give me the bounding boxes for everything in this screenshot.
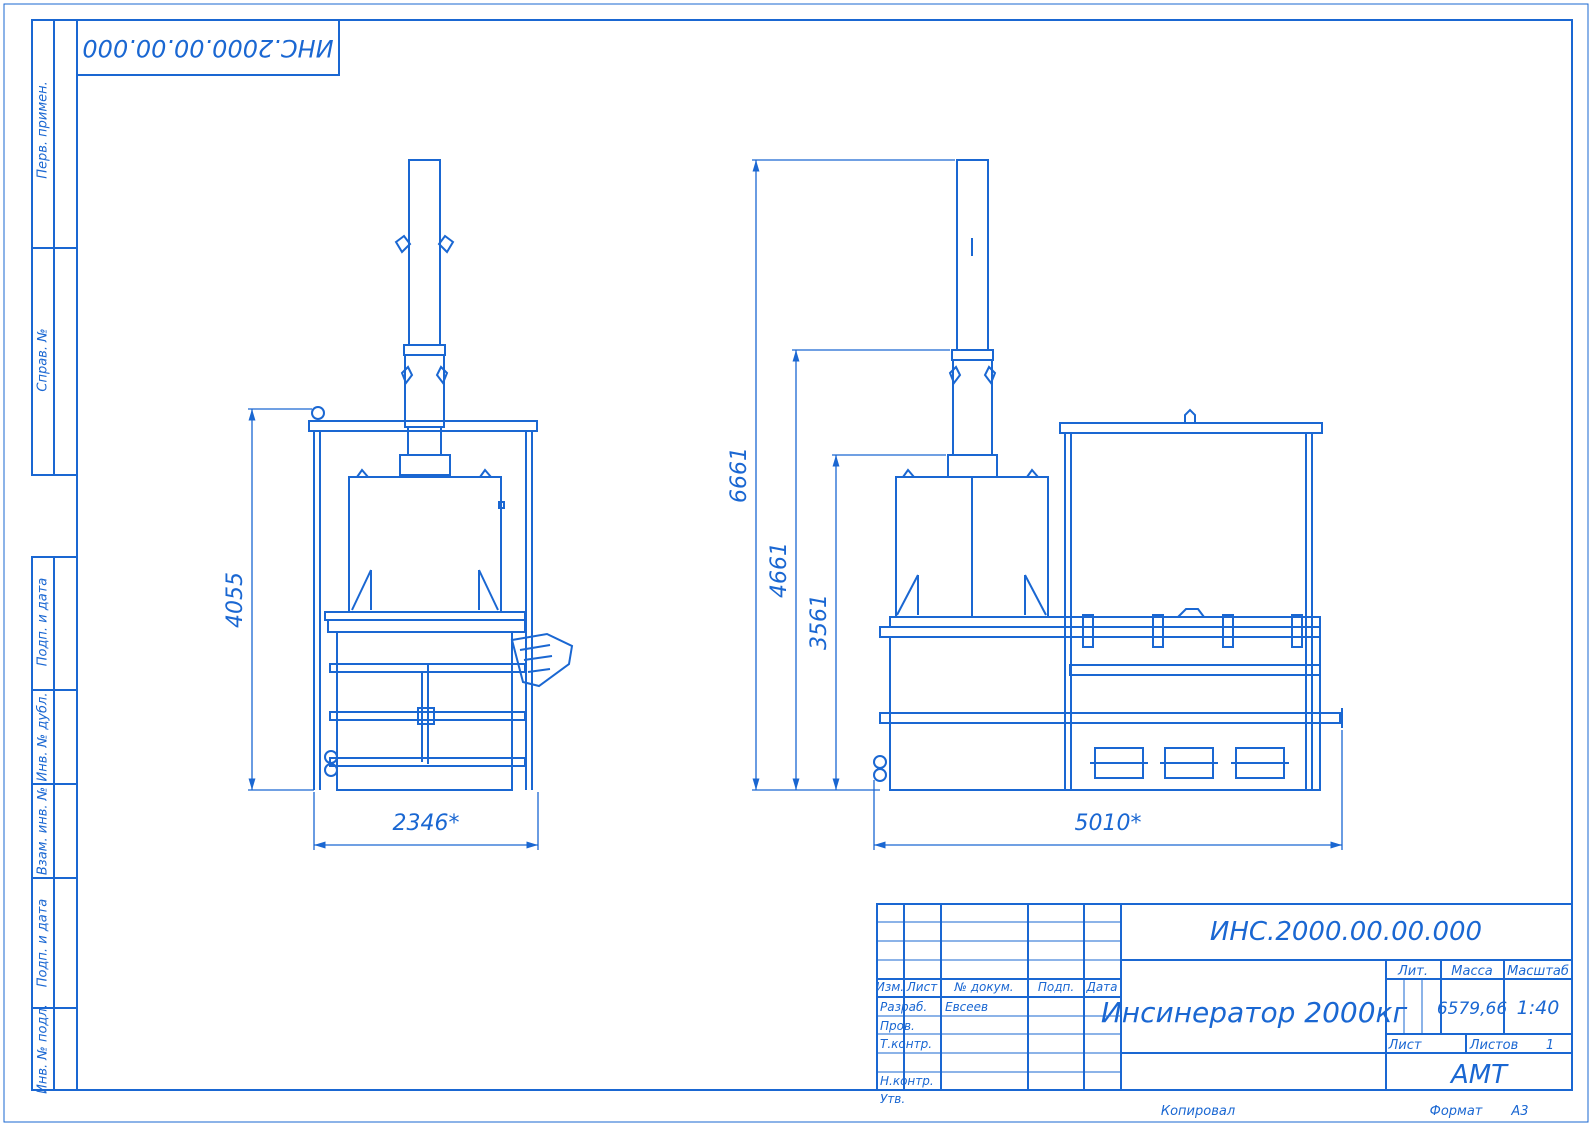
tb-mass-label: Масса [1451,964,1492,979]
tb-sheets-label: Листов [1469,1038,1519,1053]
doc-number-box: ИНС.2000.00.00.000 [76,19,340,76]
tb-role-razrab: Разраб. [880,1000,927,1014]
main-frame [76,19,1573,1091]
dim-side-width: 5010* [1075,811,1142,836]
stamp-vzam-inv: Взам. инв. № [36,787,51,875]
tb-header-n-dokum: № докум. [953,980,1013,994]
tb-role-nkontr: Н.контр. [880,1074,934,1088]
stamp-podp-data-1: Подп. и дата [36,578,51,667]
tb-header-izm: Изм. [876,980,904,994]
tb-header-podp: Подп. [1038,980,1074,994]
tb-header-list: Лист [906,980,938,994]
tb-developer: Евсеев [945,1000,988,1014]
title-block [876,903,1573,1091]
footer-copied: Копировал [1161,1104,1235,1119]
stamp-inv-podl: Инв. № подл. [36,1004,51,1094]
stamp-sprav-no: Справ. № [36,328,51,391]
tb-role-prov: Пров. [880,1019,915,1033]
stamp-podp-data-2: Подп. и дата [36,899,51,988]
doc-number-rotated: ИНС.2000.00.00.000 [82,34,333,62]
tb-doc-number: ИНС.2000.00.00.000 [1210,917,1482,947]
dim-side-height-mid: 4661 [767,542,792,598]
dim-side-height-low: 3561 [807,594,832,650]
tb-lit-label: Лит. [1397,964,1428,979]
side-view [873,159,1343,791]
side-stamp [31,19,78,1091]
tb-sheets-count: 1 [1546,1038,1554,1053]
side-dimensions [752,159,1343,850]
dim-side-height-total: 6661 [727,447,752,503]
tb-sheet-label: Лист [1388,1038,1422,1053]
tb-role-tkontr: Т.контр. [880,1037,932,1051]
stamp-inv-dubl: Инв. № дубл. [36,693,51,782]
front-view [308,159,574,791]
dim-front-height: 4055 [223,572,248,628]
tb-header-data: Дата [1085,980,1117,994]
tb-scale-label: Масштаб [1507,964,1569,979]
tb-scale: 1:40 [1517,997,1560,1019]
footer-format-label: Формат [1430,1104,1483,1119]
outer-border [3,3,1589,1123]
tb-mass: 6579,66 [1437,999,1507,1019]
front-dimensions [248,408,539,850]
tb-role-utv: Утв. [880,1092,905,1106]
stamp-perv-primen: Перв. примен. [36,81,51,179]
tb-organization: АМТ [1449,1060,1509,1090]
tb-title: Инсинератор 2000кг [1101,996,1408,1029]
dim-front-width: 2346* [393,811,460,836]
footer-format: А3 [1510,1104,1528,1119]
